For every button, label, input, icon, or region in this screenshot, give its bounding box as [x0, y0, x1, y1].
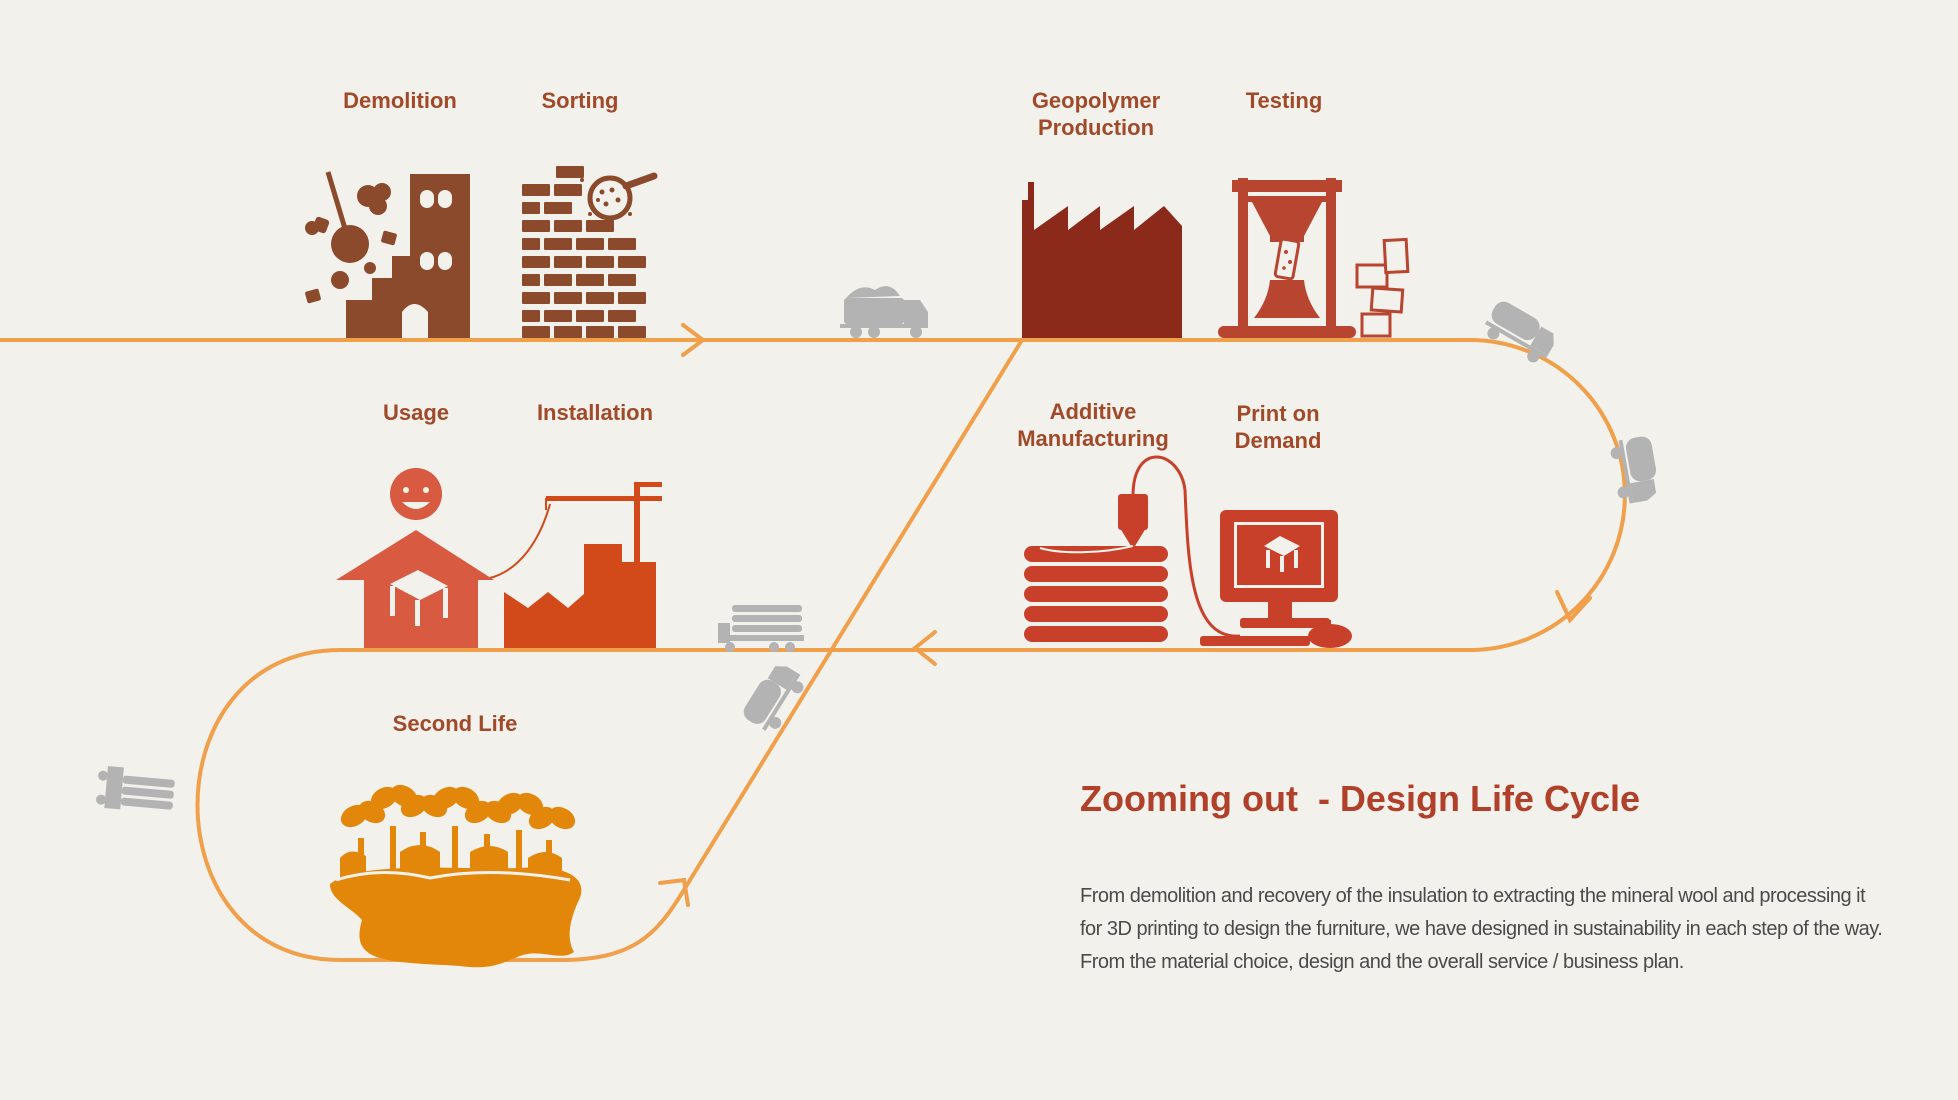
- label-print-on-demand: Print on Demand: [1234, 401, 1322, 453]
- label-second-life: Second Life: [392, 711, 518, 736]
- plants-soil-icon: [330, 784, 582, 968]
- truck-icon: [743, 666, 804, 731]
- compression-test-icon: [1218, 178, 1410, 338]
- truck-icon: [718, 605, 804, 652]
- factory-icon: [1022, 182, 1182, 338]
- arrow-right-top: [681, 323, 707, 357]
- page-title: Zooming out - Design Life Cycle: [1080, 778, 1641, 819]
- arrow-down-right: [1555, 590, 1592, 624]
- demolition-building-icon: [305, 171, 470, 338]
- truck-icon: [96, 766, 175, 810]
- 3d-printer-nozzle-icon: [1024, 455, 1241, 642]
- crane-building-icon: [489, 482, 662, 648]
- label-usage: Usage: [382, 400, 450, 425]
- arrow-up-left: [658, 877, 690, 907]
- truck-icon: [840, 286, 928, 338]
- label-testing: Testing: [1245, 88, 1323, 113]
- label-geopolymer-production: Geopolymer Production: [1031, 88, 1161, 140]
- label-sorting: Sorting: [541, 88, 619, 113]
- path-left-loop: [195, 338, 1024, 962]
- truck-icon: [1485, 301, 1554, 363]
- label-installation: Installation: [536, 400, 654, 425]
- brick-wall-magnifier-icon: [522, 166, 658, 338]
- label-demolition: Demolition: [343, 88, 457, 113]
- house-smiley-icon: [336, 468, 494, 648]
- path-right-loop: [1468, 338, 1627, 652]
- arrow-left-mid: [911, 630, 937, 666]
- label-additive-manufacturing: Additive Manufacturing: [1017, 399, 1169, 451]
- truck-icon: [1610, 436, 1657, 504]
- description-text: From demolition and recovery of the insu…: [1080, 885, 1883, 973]
- flow-path: [0, 323, 1627, 962]
- computer-monitor-icon: [1200, 510, 1352, 648]
